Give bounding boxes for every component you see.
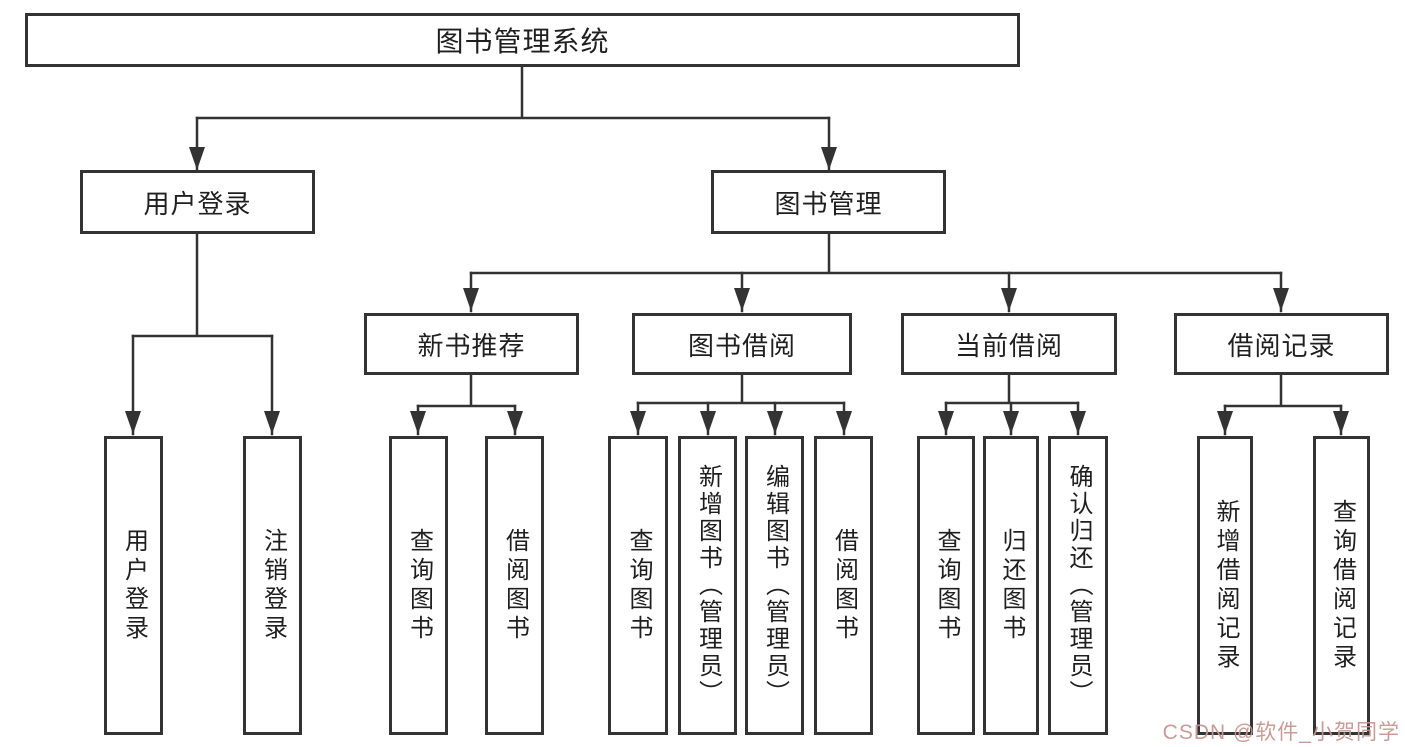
- leaf-add-borrow-record-label: 新增借阅记录: [1212, 498, 1239, 673]
- leaf-query-books-2: 查询图书: [608, 436, 668, 735]
- leaf-query-books-2-label: 查询图书: [625, 527, 652, 644]
- node-library-system: 图书管理系统: [25, 13, 1020, 67]
- leaf-confirm-return-admin-label: 确认归还（管理员）: [1065, 464, 1092, 707]
- leaf-borrow-books-1: 借阅图书: [485, 436, 544, 735]
- leaf-logout-label: 注销登录: [259, 527, 287, 644]
- leaf-query-books-3-label: 查询图书: [933, 527, 960, 644]
- leaf-return-books: 归还图书: [983, 436, 1039, 735]
- leaf-return-books-label: 归还图书: [998, 527, 1025, 644]
- leaf-query-borrow-record: 查询借阅记录: [1313, 436, 1370, 735]
- leaf-add-books-admin-label: 新增图书（管理员）: [694, 464, 722, 707]
- node-new-book-recommend: 新书推荐: [364, 313, 579, 375]
- leaf-edit-books-admin: 编辑图书（管理员）: [745, 436, 804, 735]
- node-book-borrow: 图书借阅: [632, 313, 852, 375]
- leaf-borrow-books-2-label: 借阅图书: [830, 527, 858, 644]
- leaf-query-books-3: 查询图书: [917, 436, 975, 735]
- node-user-login: 用户登录: [80, 170, 315, 234]
- csdn-watermark: CSDN @软件_小贺同学: [1162, 721, 1400, 744]
- leaf-edit-books-admin-label: 编辑图书（管理员）: [761, 464, 789, 707]
- leaf-add-borrow-record: 新增借阅记录: [1197, 436, 1253, 735]
- leaf-borrow-books-1-label: 借阅图书: [501, 527, 529, 644]
- connector-trunks: [131, 65, 1343, 408]
- leaf-query-books-1-label: 查询图书: [405, 527, 433, 644]
- node-current-borrow: 当前借阅: [901, 313, 1117, 375]
- leaf-query-books-1: 查询图书: [389, 436, 448, 735]
- node-book-mgmt: 图书管理: [711, 170, 946, 234]
- leaf-logout: 注销登录: [243, 436, 302, 735]
- leaf-user-login: 用户登录: [104, 436, 163, 735]
- leaf-query-borrow-record-label: 查询借阅记录: [1328, 498, 1356, 673]
- leaf-add-books-admin: 新增图书（管理员）: [678, 436, 737, 735]
- leaf-user-login-label: 用户登录: [120, 527, 148, 644]
- leaf-borrow-books-2: 借阅图书: [814, 436, 873, 735]
- leaf-confirm-return-admin: 确认归还（管理员）: [1048, 436, 1108, 735]
- node-borrow-record: 借阅记录: [1174, 313, 1389, 375]
